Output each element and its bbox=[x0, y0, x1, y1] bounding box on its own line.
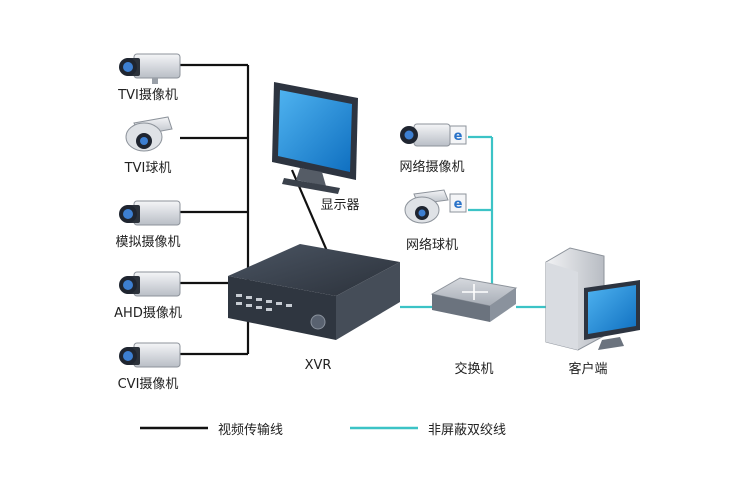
tvi-dome-camera-label: TVI球机 bbox=[124, 161, 172, 176]
dvr-recorder-icon bbox=[228, 244, 400, 340]
box-camera-icon bbox=[119, 200, 181, 226]
network-switch-icon bbox=[430, 277, 518, 322]
monitor-label: 显示器 bbox=[320, 198, 360, 213]
xvr-label: XVR bbox=[304, 358, 332, 373]
dome-camera-icon bbox=[125, 116, 173, 152]
network-dome-camera-label: 网络球机 bbox=[405, 238, 459, 253]
ip-box-camera-icon: e bbox=[400, 123, 467, 147]
network-camera-label: 网络摄像机 bbox=[399, 160, 465, 175]
legend-video-line-label: 视频传输线 bbox=[218, 423, 284, 438]
client-label: 客户端 bbox=[568, 362, 608, 377]
box-camera-icon bbox=[119, 53, 181, 84]
box-camera-icon bbox=[119, 271, 181, 297]
desktop-pc-icon bbox=[545, 247, 640, 351]
monitor-icon bbox=[272, 82, 358, 194]
tvi-camera-label: TVI摄像机 bbox=[118, 88, 178, 103]
ahd-camera-label: AHD摄像机 bbox=[114, 306, 182, 321]
cvi-camera-label: CVI摄像机 bbox=[117, 377, 179, 392]
box-camera-icon bbox=[119, 342, 181, 368]
svg-text:e: e bbox=[454, 129, 463, 144]
switch-label: 交换机 bbox=[454, 362, 494, 377]
analog-camera-label: 模拟摄像机 bbox=[115, 235, 181, 250]
svg-text:e: e bbox=[454, 197, 463, 212]
legend-utp-line-label: 非屏蔽双绞线 bbox=[428, 423, 507, 438]
ip-dome-camera-icon: e bbox=[404, 189, 467, 224]
utp-cable-lines bbox=[400, 135, 548, 309]
